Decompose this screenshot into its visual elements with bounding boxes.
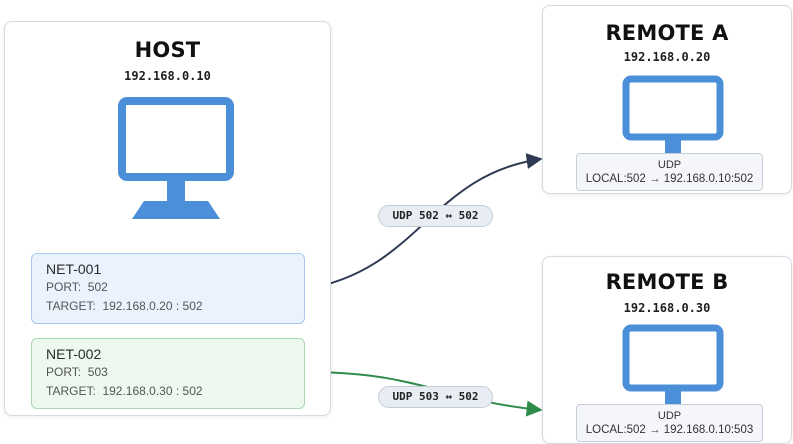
connection-card-net-002[interactable]: NET-002 PORT: 503 TARGET: 192.168.0.30 :…	[31, 338, 305, 409]
remote-b-title: REMOTE B	[605, 270, 729, 294]
link-label-remote-b[interactable]: UDP 503 ↔ 502	[378, 386, 493, 408]
host-title: HOST	[134, 38, 201, 62]
connection-port: PORT: 502	[46, 280, 108, 294]
connection-name: NET-001	[46, 261, 102, 277]
connection-name: NET-002	[46, 346, 102, 362]
remote-a-ip: 192.168.0.20	[623, 50, 711, 64]
computer-icon	[118, 97, 234, 219]
remote-a-title: REMOTE A	[605, 21, 729, 45]
link-label-remote-a[interactable]: UDP 502 ↔ 502	[378, 205, 493, 227]
connection-port: PORT: 503	[46, 365, 108, 379]
udp-mapping-box: UDP LOCAL:502 → 192.168.0.10:503	[576, 404, 763, 442]
udp-protocol: UDP	[657, 410, 682, 422]
connection-card-net-001[interactable]: NET-001 PORT: 502 TARGET: 192.168.0.20 :…	[31, 253, 305, 324]
udp-mapping: LOCAL:502 → 192.168.0.10:503	[585, 424, 754, 436]
host-panel: HOST 192.168.0.10 NET-001 PORT: 502 TARG…	[4, 21, 331, 416]
computer-icon	[622, 75, 724, 153]
udp-protocol: UDP	[657, 159, 682, 171]
connection-target: TARGET: 192.168.0.30 : 502	[46, 384, 203, 398]
remote-a-panel: REMOTE A 192.168.0.20 UDP LOCAL:502 → 19…	[542, 5, 792, 194]
computer-icon	[622, 324, 724, 404]
remote-b-ip: 192.168.0.30	[623, 301, 711, 315]
udp-mapping: LOCAL:502 → 192.168.0.10:502	[585, 173, 754, 185]
remote-b-panel: REMOTE B 192.168.0.30 UDP LOCAL:502 → 19…	[542, 256, 792, 444]
connection-target: TARGET: 192.168.0.20 : 502	[46, 299, 203, 313]
host-ip: 192.168.0.10	[124, 69, 211, 83]
udp-mapping-box: UDP LOCAL:502 → 192.168.0.10:502	[576, 153, 763, 191]
